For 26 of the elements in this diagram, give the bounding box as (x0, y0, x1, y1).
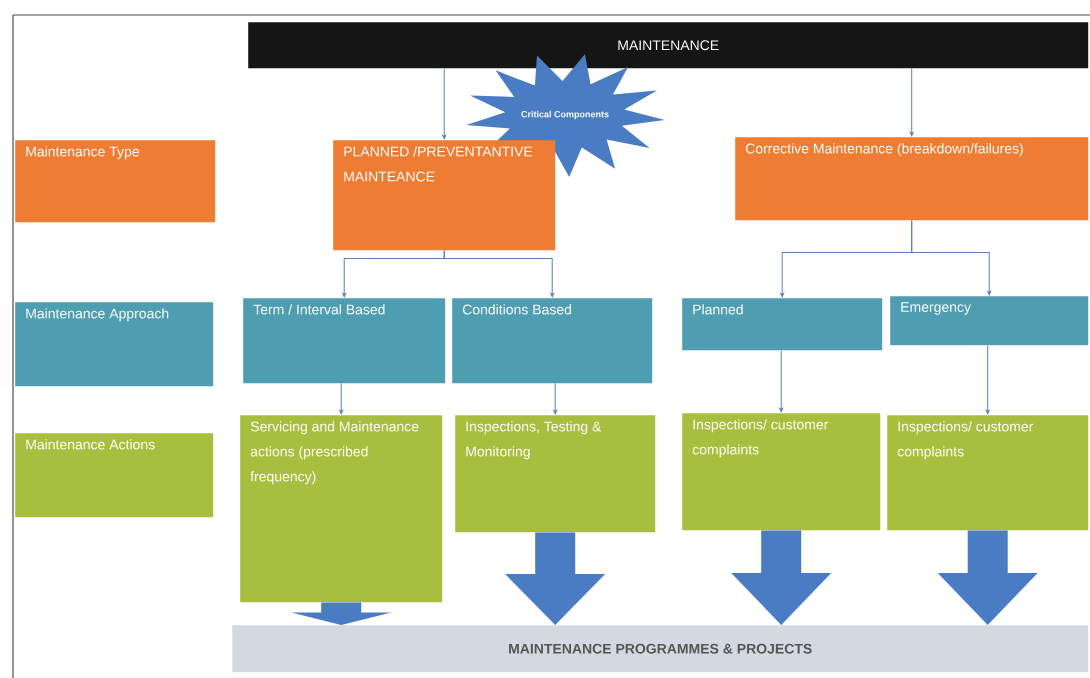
programmes-band: MAINTENANCE PROGRAMMES & PROJECTS (232, 625, 1089, 673)
action-box: Inspections/ customer complaints (887, 415, 1089, 531)
block-arrow (731, 530, 832, 625)
connector-arrow (443, 249, 555, 298)
connector-arrow (553, 382, 558, 415)
connector-arrow (339, 382, 344, 415)
approach-box: Emergency (890, 296, 1089, 346)
connector-arrow (779, 349, 784, 413)
connector-arrow (442, 67, 447, 140)
type-box: Maintenance Type (15, 140, 216, 223)
maintenance-bar: MAINTENANCE (248, 22, 1089, 69)
type-box: PLANNED /PREVENTANTIVE MAINTEANCE (333, 140, 556, 251)
type-box: Corrective Maintenance (breakdown/failures) (735, 137, 1089, 221)
block-arrow (937, 530, 1038, 625)
connector-arrow (911, 219, 992, 296)
action-box: Maintenance Actions (15, 433, 214, 518)
action-box: Inspections, Testing & Monitoring (455, 415, 656, 533)
approach-box: Conditions Based (452, 298, 653, 384)
approach-box: Planned (682, 298, 883, 351)
connector-arrow (985, 344, 990, 415)
approach-box: Maintenance Approach (15, 302, 214, 387)
connector-arrow (909, 67, 914, 137)
action-box: Inspections/ customer complaints (682, 413, 881, 531)
approach-box: Term / Interval Based (243, 298, 446, 384)
action-box: Servicing and Maintenance actions (prescribed frequency) (240, 415, 443, 603)
block-arrow (505, 532, 606, 625)
